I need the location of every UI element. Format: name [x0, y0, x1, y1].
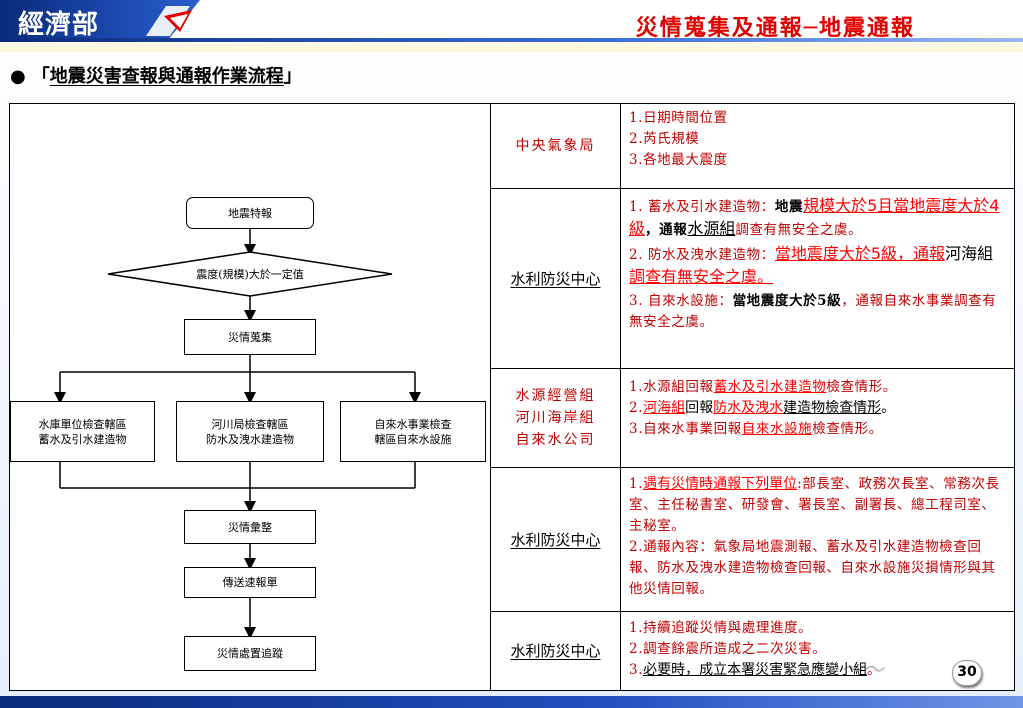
table-row: 中央氣象局 1.日期時間位置 2.芮氏規模 3.各地最大震度: [491, 104, 1014, 189]
desc-cell: 1.水源組回報蓄水及引水建造物檢查情形。 2.河海組回報防水及洩水建造物檢查情形…: [629, 379, 897, 437]
table-row: 水利防災中心 1.持續追蹤災情與處理進度。 2.調查餘震所造成之二次災害。 3.…: [491, 612, 1014, 690]
flowchart: 地震特報 震度(規模)大於一定值 災情蒐集 水庫單位檢查轄區蓄水及引水建造物 河…: [10, 104, 491, 690]
flow-node-tracking: 災情處置追蹤: [184, 636, 316, 671]
desc-cell: 1. 蓄水及引水建造物：地震規模大於5且當地震度大於4級，通報水源組調查有無安全…: [629, 196, 1000, 330]
table-row: 水利防災中心 1. 蓄水及引水建造物：地震規模大於5且當地震度大於4級，通報水源…: [491, 189, 1014, 369]
page-number-badge: 30: [952, 660, 982, 686]
section-subtitle: ●「地震災害查報與通報作業流程」: [10, 66, 302, 87]
desc-cell: 1.日期時間位置 2.芮氏規模 3.各地最大震度: [629, 110, 728, 168]
flow-node-river-check: 河川局檢查轄區防水及洩水建造物: [176, 401, 324, 462]
flow-node-send-report: 傳送速報單: [184, 567, 316, 598]
content-frame: 地震特報 震度(規模)大於一定值 災情蒐集 水庫單位檢查轄區蓄水及引水建造物 河…: [9, 103, 1015, 691]
flow-node-reservoir-check: 水庫單位檢查轄區蓄水及引水建造物: [10, 401, 155, 462]
flow-node-decision: 震度(規模)大於一定值: [196, 268, 304, 281]
header-divider: [0, 38, 1023, 42]
org-cell: 水利防災中心: [491, 612, 621, 690]
flowchart-connectors: [54, 229, 421, 639]
flag-emblem-icon: [146, 6, 192, 36]
org-cell: 中央氣象局: [491, 104, 621, 188]
flow-node-compile: 災情彙整: [184, 510, 316, 544]
flow-node-waterworks-check: 自來水事業檢查轄區自來水設施: [340, 401, 486, 462]
table-row: 水利防災中心 1.遇有災情時通報下列單位:部長室、政務次長室、常務次長室、主任秘…: [491, 468, 1014, 612]
flow-node-start: 地震特報: [186, 197, 314, 229]
org-cell: 水利防災中心: [491, 468, 621, 611]
subtitle-text: 地震災害查報與通報作業流程: [49, 66, 284, 87]
bullet-icon: ●: [10, 66, 26, 87]
desc-cell: 1.持續追蹤災情與處理進度。 2.調查餘震所造成之二次災害。 3.必要時，成立本…: [629, 620, 882, 678]
ministry-logo-text: 經濟部: [18, 10, 100, 40]
page-title: 災情蒐集及通報─地震通報: [635, 15, 915, 41]
notification-table: 中央氣象局 1.日期時間位置 2.芮氏規模 3.各地最大震度 水利防災中心 1.…: [491, 104, 1014, 690]
slide-header: 經濟部 災情蒐集及通報─地震通報: [0, 0, 1023, 52]
table-row: 水源經營組 河川海岸組 自來水公司 1.水源組回報蓄水及引水建造物檢查情形。 2…: [491, 369, 1014, 468]
desc-cell: 1.遇有災情時通報下列單位:部長室、政務次長室、常務次長室、主任秘書室、研發會、…: [629, 476, 1000, 597]
flow-node-collect: 災情蒐集: [184, 319, 316, 355]
footer-bar: [0, 696, 1023, 708]
org-cell: 水源經營組 河川海岸組 自來水公司: [491, 369, 621, 467]
org-cell: 水利防災中心: [491, 189, 621, 368]
